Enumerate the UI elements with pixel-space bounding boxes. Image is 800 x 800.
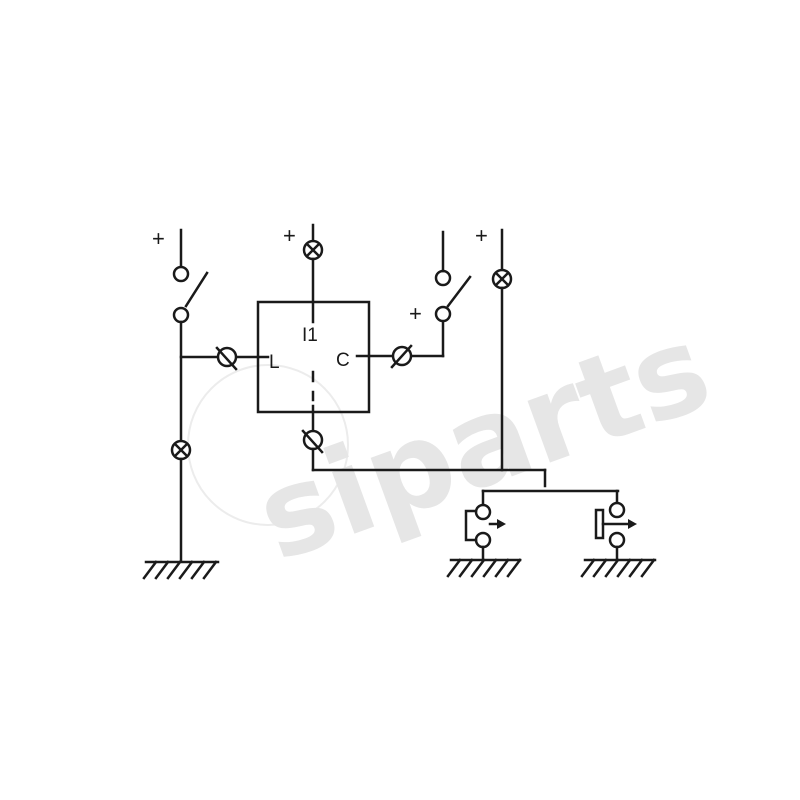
switch-contact-icon <box>172 265 190 283</box>
lamp-icon <box>491 268 513 290</box>
switch-arm <box>184 271 209 308</box>
switch-arm <box>446 275 472 308</box>
pushbutton-icon <box>464 503 506 561</box>
switch-contact-icon <box>434 305 452 323</box>
terminal-label-l: L <box>269 352 280 373</box>
ground-icon <box>580 558 657 578</box>
left-switch-branch: + <box>142 226 260 580</box>
pushbutton-switches <box>446 489 657 578</box>
lamp-icon <box>170 439 192 461</box>
plus-label: + <box>409 301 422 326</box>
plus-label: + <box>283 223 296 248</box>
pushbutton-icon <box>594 501 637 561</box>
fuse-icon <box>215 346 238 371</box>
indicator-lamp-branch: + <box>475 223 513 472</box>
terminal-label-c: C <box>336 350 350 371</box>
fuse-icon <box>390 344 413 369</box>
lamp-icon <box>302 239 324 261</box>
watermark: siparts <box>187 298 727 589</box>
right-switch-branch: + <box>367 230 472 369</box>
plus-label: + <box>152 226 165 251</box>
switch-contact-icon <box>172 306 190 324</box>
ground-icon <box>446 558 522 578</box>
plus-label: + <box>475 223 488 248</box>
switch-contact-icon <box>434 269 452 287</box>
terminal-label-i1: I1 <box>302 325 318 346</box>
flasher-unit-box: + I1 L C <box>256 223 547 488</box>
ground-icon <box>142 560 220 580</box>
